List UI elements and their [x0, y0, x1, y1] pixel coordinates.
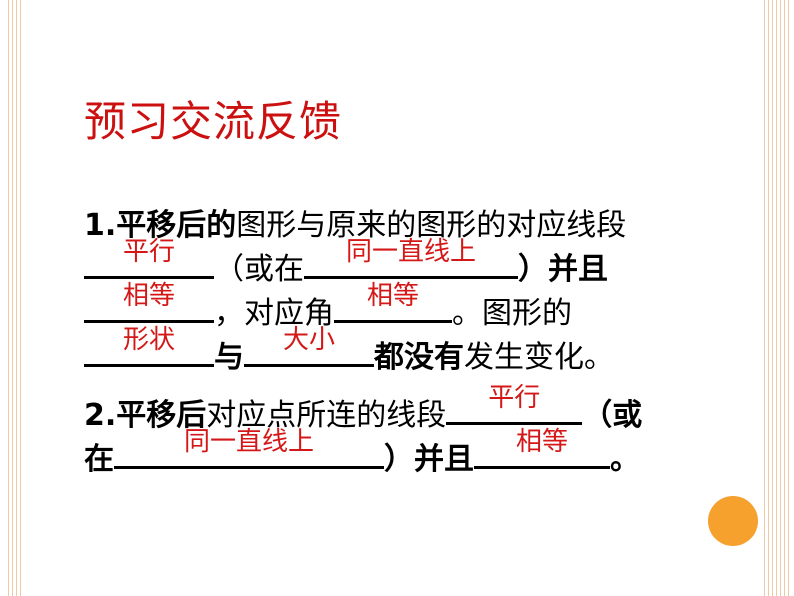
q1-line-2: 平行 （或在 同一直线上 ）并且: [84, 237, 608, 292]
q2-text: 。: [610, 442, 640, 477]
q1-line-3: 相等 ，对应角 相等。图形的: [84, 281, 572, 336]
right-border-line: [764, 0, 765, 596]
q1-text: 图形与原来的图形的对应线段: [236, 208, 627, 243]
q2-line-1: 2.平移后对应点所连的线段 平行 （或: [84, 383, 643, 438]
left-border-line: [12, 0, 13, 596]
q1-text: ，对应角: [214, 296, 334, 331]
q1-text: 都没有: [374, 340, 464, 375]
right-border-line: [780, 0, 781, 596]
answer-blank: 平行: [84, 237, 214, 279]
answer-blank: 同一直线上: [304, 237, 518, 279]
answer-text: 平行: [488, 383, 541, 413]
right-border-line: [784, 0, 785, 596]
right-border-line: [772, 0, 773, 596]
answer-blank: 相等: [334, 281, 452, 323]
q1-text: ）并且: [518, 252, 608, 287]
left-border-line: [20, 0, 21, 596]
answer-blank: 大小: [244, 325, 374, 367]
q2-text: 在: [84, 442, 114, 477]
answer-text: 同一直线上: [183, 427, 314, 457]
q1-lead: 1.平移后的: [84, 208, 237, 243]
q1-line-4: 形状与 大小都没有发生变化。: [84, 325, 614, 380]
answer-text: 同一直线上: [345, 237, 476, 267]
q2-text: ）并且: [384, 442, 474, 477]
left-border-line: [16, 0, 17, 596]
answer-text: 大小: [282, 325, 335, 355]
q2-lead: 2.平移后: [84, 398, 207, 433]
q1-text: 与: [214, 340, 244, 375]
q1-text: 。图形的: [452, 296, 572, 331]
answer-text: 相等: [366, 281, 419, 311]
right-border-line: [768, 0, 769, 596]
answer-text: 平行: [122, 237, 175, 267]
answer-blank: 形状: [84, 325, 214, 367]
q1-text: （或在: [214, 252, 304, 287]
q1-text: 发生变化。: [464, 340, 614, 375]
q2-line-2: 在 同一直线上 ）并且 相等。: [84, 427, 640, 482]
answer-blank: 平行: [446, 383, 583, 425]
right-border-line: [776, 0, 777, 596]
q1-line-1: 1.平移后的图形与原来的图形的对应线段: [84, 204, 626, 248]
answer-text: 相等: [122, 281, 175, 311]
slide-title: 预习交流反馈: [84, 97, 343, 146]
q2-text: （或: [582, 398, 643, 433]
answer-blank: 相等: [474, 427, 610, 469]
answer-text: 形状: [122, 325, 175, 355]
right-border-line: [788, 0, 789, 596]
decorative-circle: [708, 496, 758, 546]
answer-blank: 相等: [84, 281, 214, 323]
left-border-line: [8, 0, 9, 596]
q2-text: 对应点所连的线段: [206, 398, 447, 433]
answer-blank: 同一直线上: [114, 427, 384, 469]
answer-text: 相等: [515, 427, 568, 457]
